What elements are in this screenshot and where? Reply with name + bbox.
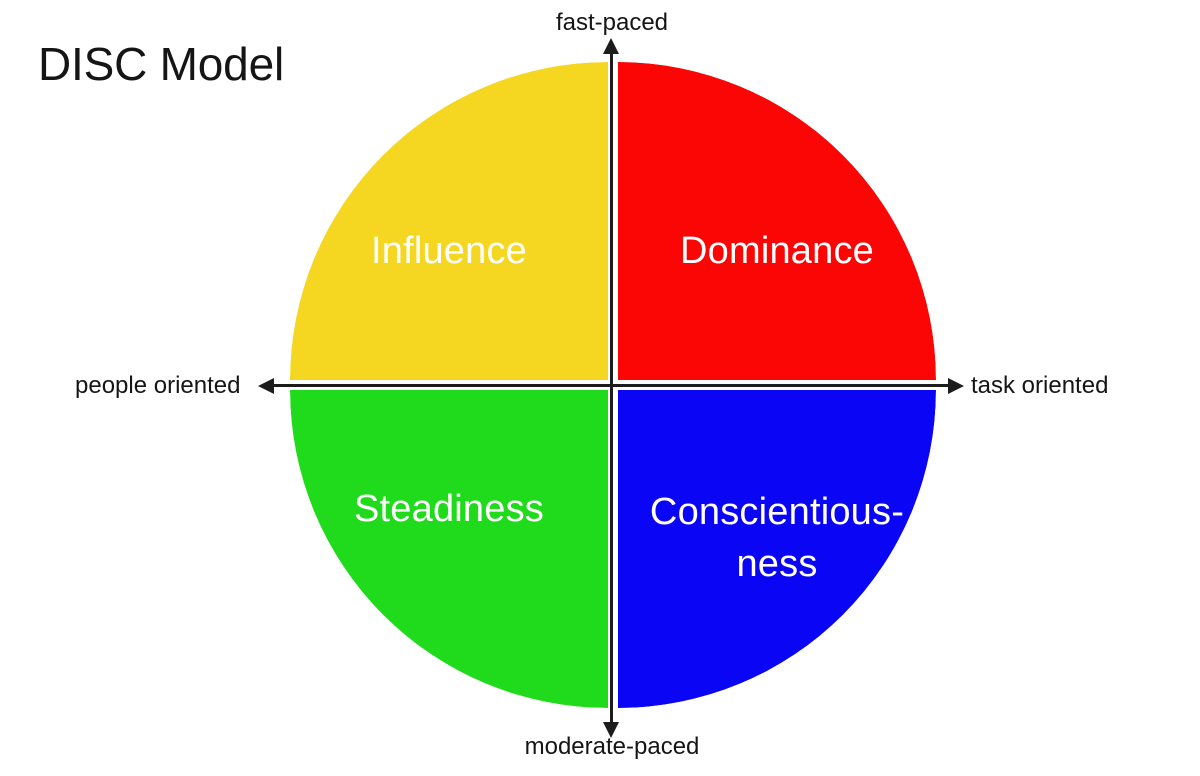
arrow-down-icon (603, 722, 619, 738)
quadrant-influence[interactable]: Influence (290, 62, 608, 380)
quadrant-steadiness-fill (290, 390, 608, 708)
vertical-axis-line (610, 50, 613, 727)
axis-label-task-oriented: task oriented (971, 372, 1109, 399)
disc-circle: Influence Dominance Steadiness Conscient… (290, 62, 936, 708)
arrow-right-icon (948, 378, 964, 394)
horizontal-axis-line (272, 384, 954, 387)
axis-label-moderate-paced: moderate-paced (524, 733, 700, 760)
quadrant-dominance-fill (618, 62, 936, 380)
quadrant-conscientiousness[interactable]: Conscientious-ness (618, 390, 936, 708)
quadrant-dominance[interactable]: Dominance (618, 62, 936, 380)
quadrant-influence-fill (290, 62, 608, 380)
quadrant-steadiness-label: Steadiness (353, 488, 544, 530)
arrow-left-icon (258, 378, 274, 394)
axis-label-people-oriented: people oriented (75, 372, 241, 399)
arrow-up-icon (603, 38, 619, 54)
quadrant-steadiness[interactable]: Steadiness (290, 390, 608, 708)
axis-label-fast-paced: fast-paced (555, 9, 669, 36)
quadrant-conscientiousness-label: Conscientious-ness (649, 491, 905, 585)
page-title: DISC Model (38, 38, 284, 90)
quadrant-dominance-label: Dominance (679, 230, 874, 272)
quadrant-influence-label: Influence (370, 230, 528, 272)
